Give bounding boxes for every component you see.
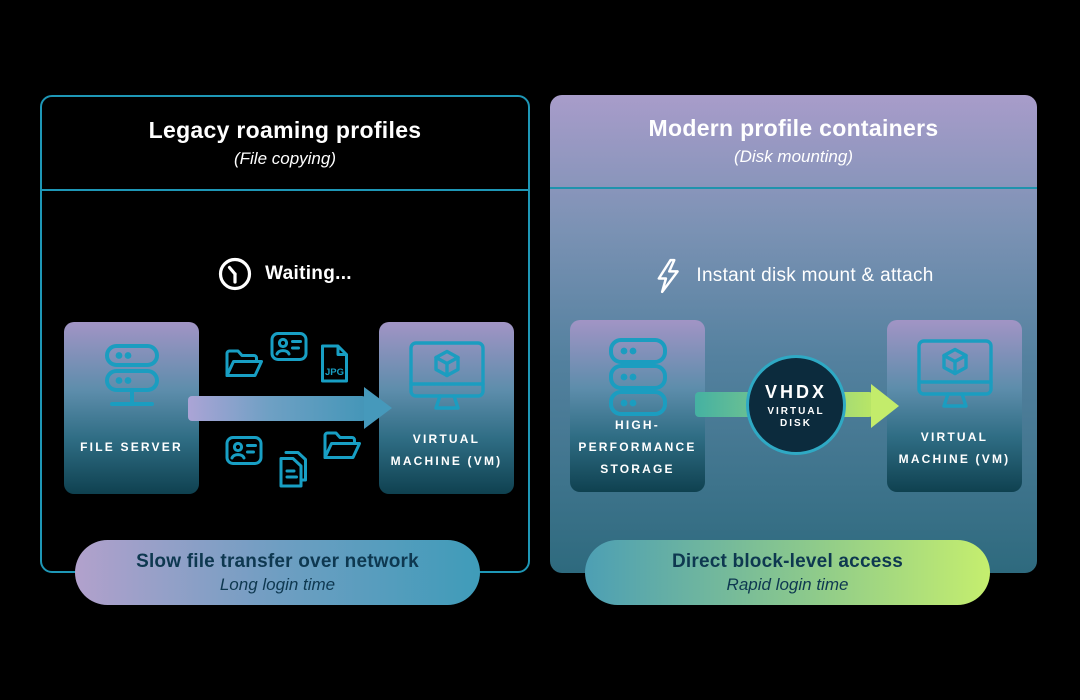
server-icon	[64, 338, 199, 418]
virtual-machine-icon	[887, 336, 1022, 414]
vhdx-label: VHDX	[764, 381, 827, 402]
modern-pill-subtitle: Rapid login time	[726, 574, 849, 594]
modern-status-label: Instant disk mount & attach	[696, 265, 934, 286]
vhdx-virtual-disk-badge: VHDX VIRTUAL DISK	[746, 355, 846, 455]
modern-panel-header: Modern profile containers (Disk mounting…	[550, 95, 1037, 189]
legacy-panel-title: Legacy roaming profiles	[148, 117, 422, 143]
jpg-file-icon: JPG	[318, 343, 351, 384]
legacy-pill-title: Slow file transfer over network	[136, 550, 419, 572]
legacy-status-row: Waiting...	[42, 257, 528, 291]
disk-mount-arrow-head	[871, 384, 899, 428]
virtual-machine-icon	[379, 338, 514, 416]
storage-label: HIGH- PERFORMANCE STORAGE	[578, 418, 697, 476]
modern-panel-title: Modern profile containers	[648, 115, 939, 141]
open-folder-icon	[322, 429, 362, 464]
lightning-icon	[653, 255, 683, 297]
modern-vm-box: VIRTUAL MACHINE (VM)	[887, 320, 1022, 492]
legacy-pill-subtitle: Long login time	[219, 574, 336, 594]
high-performance-storage-box: HIGH- PERFORMANCE STORAGE	[570, 320, 705, 492]
svg-text:JPG: JPG	[325, 367, 344, 378]
legacy-result-pill: Slow file transfer over network Long log…	[75, 540, 480, 605]
modern-result-pill: Direct block-level access Rapid login ti…	[585, 540, 990, 605]
file-server-label: FILE SERVER	[80, 440, 183, 454]
modern-vm-label: VIRTUAL MACHINE (VM)	[898, 430, 1011, 466]
documents-icon	[277, 449, 308, 489]
modern-panel-subtitle: (Disk mounting)	[733, 147, 854, 166]
legacy-vm-label: VIRTUAL MACHINE (VM)	[390, 432, 503, 468]
file-transfer-arrow-body	[188, 396, 366, 421]
file-server-box: FILE SERVER	[64, 322, 199, 494]
clock-icon	[218, 257, 252, 291]
id-card-icon	[270, 331, 308, 362]
legacy-vm-box: VIRTUAL MACHINE (VM)	[379, 322, 514, 494]
modern-panel: Modern profile containers (Disk mounting…	[550, 95, 1037, 573]
legacy-panel: Legacy roaming profiles (File copying) W…	[40, 95, 530, 573]
modern-status-row: Instant disk mount & attach	[550, 255, 1037, 297]
legacy-status-label: Waiting...	[265, 263, 352, 284]
id-card-icon	[225, 435, 263, 466]
legacy-panel-subtitle: (File copying)	[233, 149, 337, 168]
modern-pill-title: Direct block-level access	[671, 550, 904, 572]
open-folder-icon	[224, 347, 264, 382]
file-transfer-arrow-head	[364, 387, 392, 429]
legacy-panel-header: Legacy roaming profiles (File copying)	[42, 97, 528, 191]
storage-stack-icon	[570, 336, 705, 420]
